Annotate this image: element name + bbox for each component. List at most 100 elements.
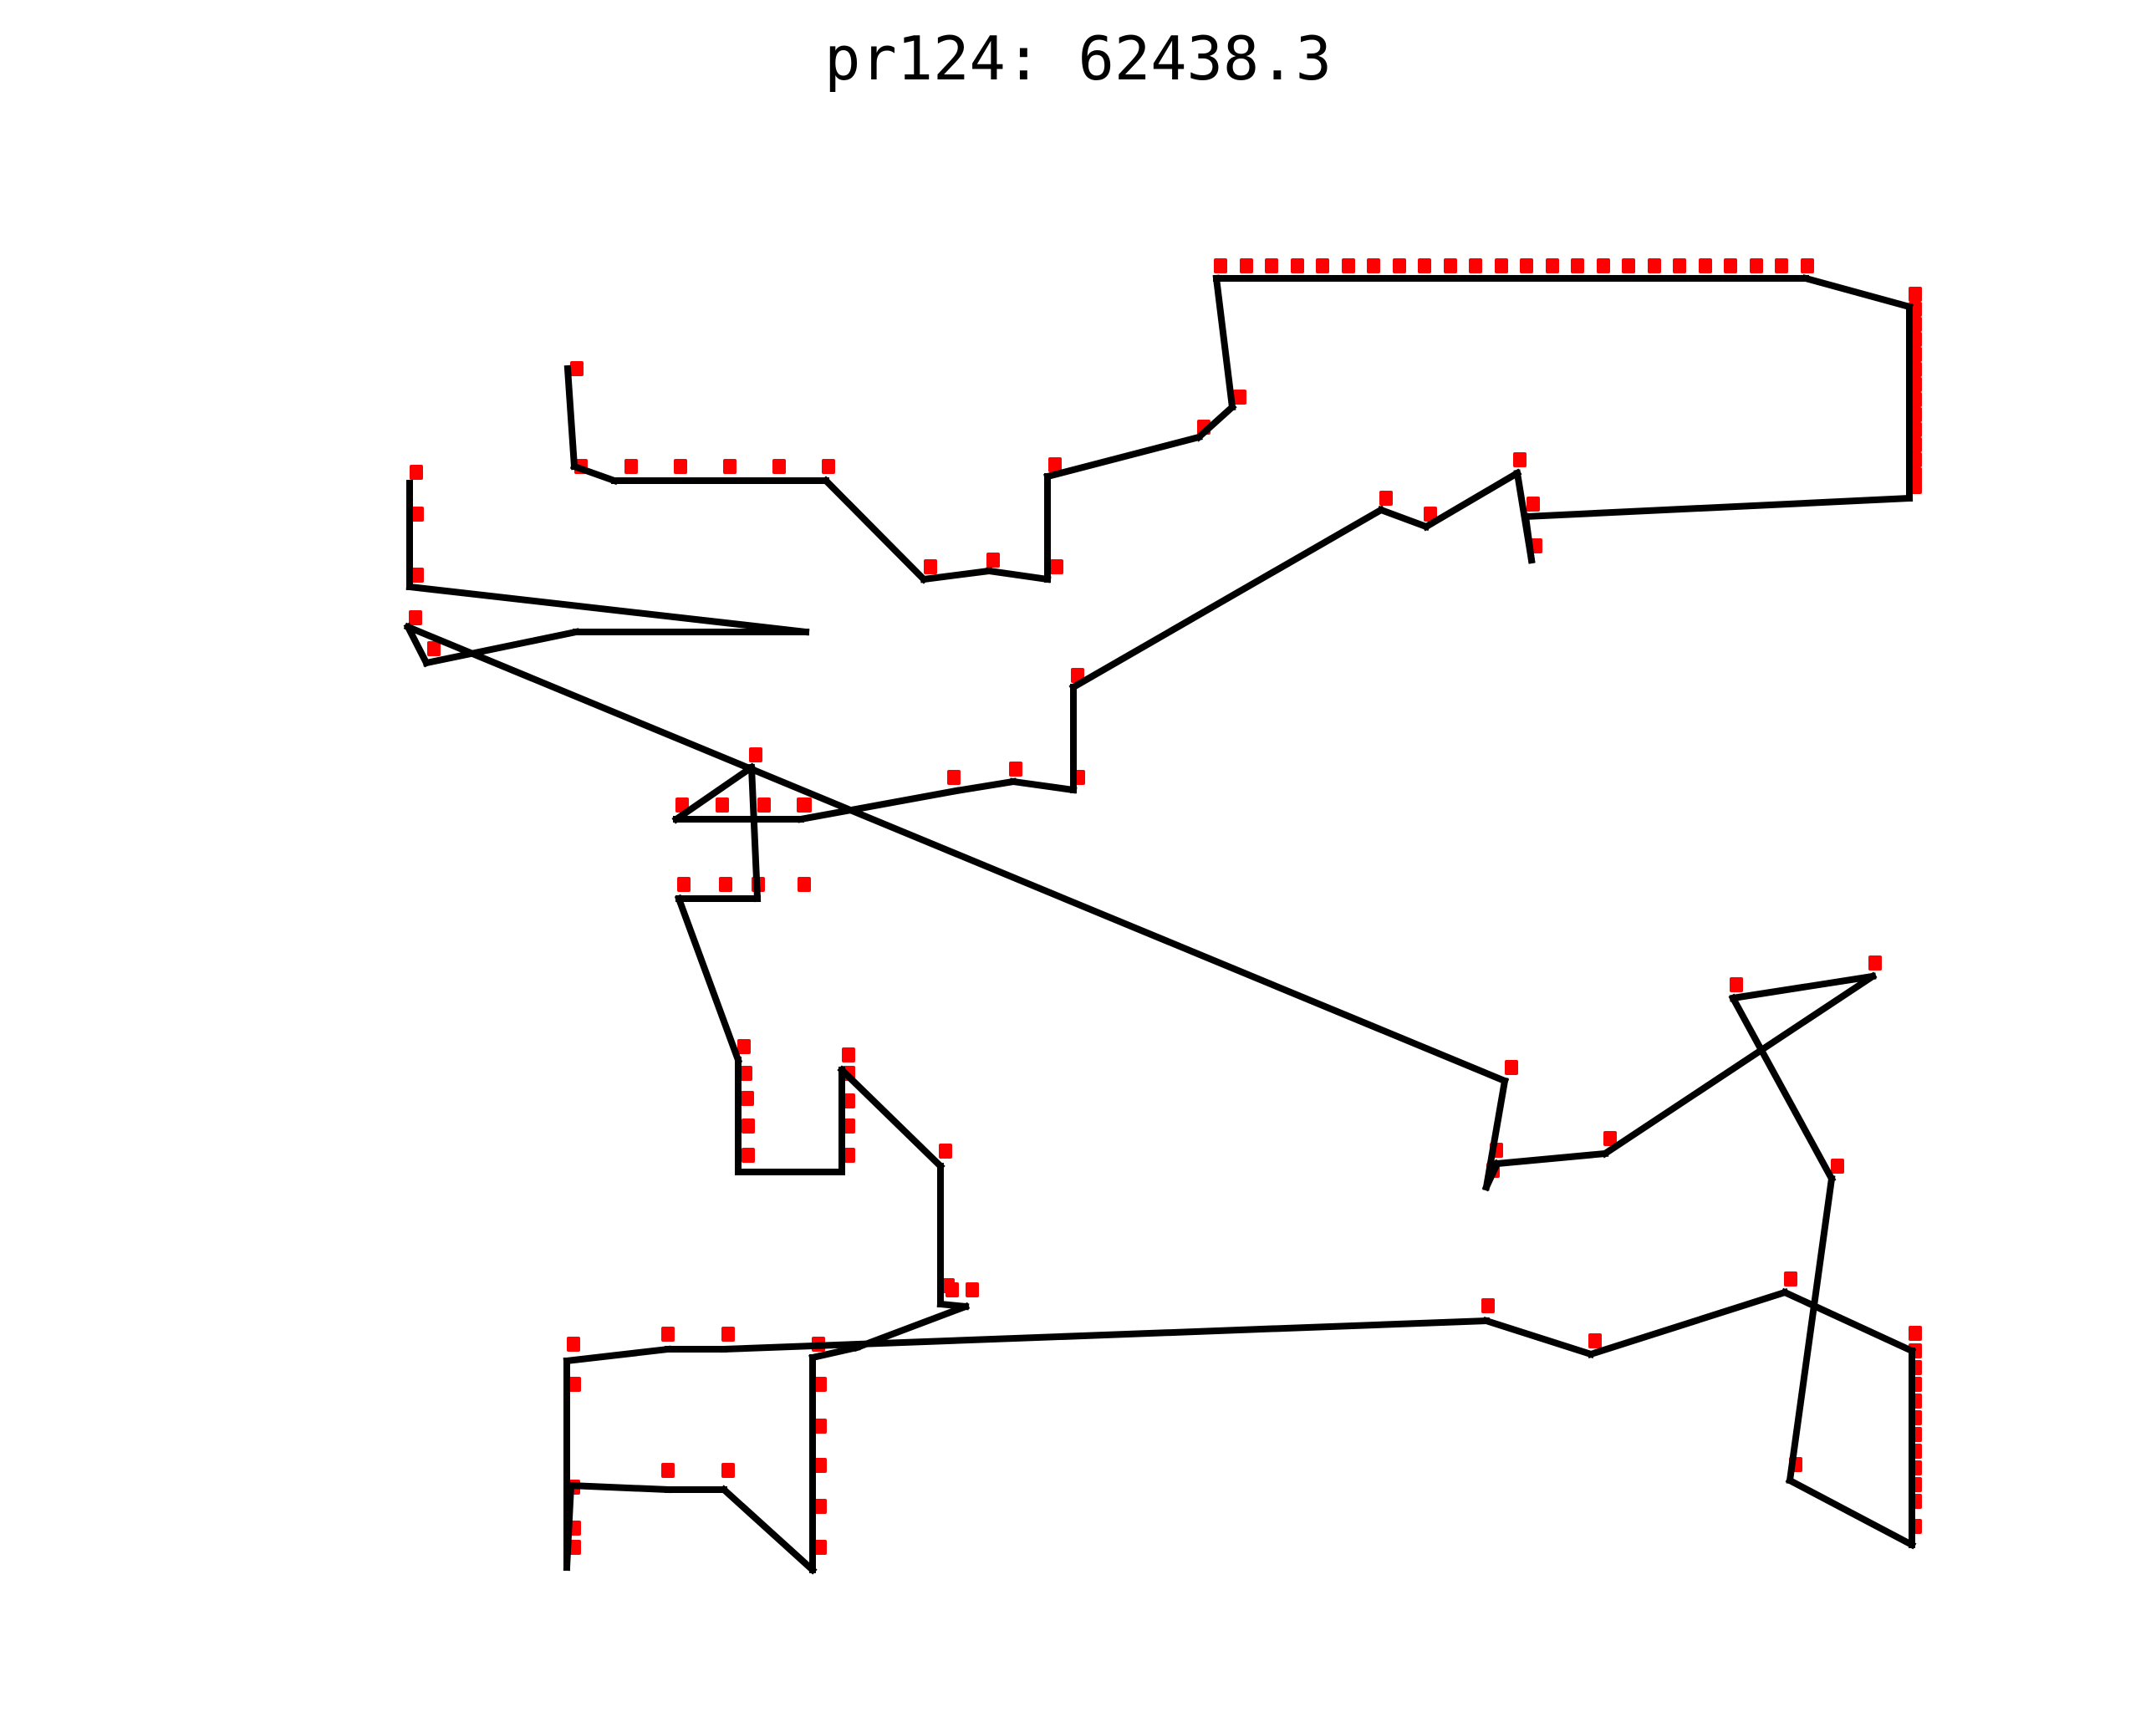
city-point — [739, 1066, 752, 1081]
route-segment — [422, 628, 580, 667]
city-point — [1546, 258, 1559, 273]
route-segment — [1780, 1287, 1917, 1356]
city-point — [674, 459, 687, 474]
city-point — [1588, 1333, 1602, 1348]
city-point — [661, 1327, 675, 1342]
city-point — [1648, 258, 1661, 273]
city-point — [1342, 258, 1355, 273]
city-point — [813, 1377, 827, 1392]
route-segment — [1421, 468, 1522, 532]
city-point — [723, 459, 737, 474]
route-segment — [920, 567, 993, 583]
city-point — [1233, 390, 1246, 405]
tour-route — [403, 274, 1917, 1575]
city-point — [945, 1282, 959, 1297]
city-point — [742, 1148, 755, 1163]
route-segment — [563, 364, 579, 471]
route-segment — [1493, 1149, 1609, 1168]
city-point — [749, 747, 762, 762]
city-point — [1240, 258, 1253, 273]
city-point — [772, 459, 786, 474]
city-point — [661, 1463, 675, 1478]
chart-title: pr124: 62438.3 — [824, 23, 1332, 94]
city-point — [813, 1540, 827, 1555]
city-point — [1316, 258, 1329, 273]
city-point — [842, 1047, 855, 1062]
city-point — [924, 559, 937, 574]
city-points — [409, 258, 1922, 1555]
city-point — [1444, 258, 1457, 273]
city-point — [757, 797, 771, 813]
route-segment — [674, 894, 743, 1065]
city-point — [1481, 1298, 1495, 1313]
route-segment — [1068, 505, 1386, 692]
city-point — [1750, 258, 1763, 273]
city-point — [677, 877, 691, 892]
route-segment — [1521, 494, 1914, 521]
route-segment — [1513, 469, 1536, 564]
city-point — [742, 1118, 755, 1134]
city-point — [939, 1144, 952, 1159]
city-point — [1379, 491, 1393, 506]
city-point — [797, 797, 810, 813]
city-point — [1909, 1326, 1922, 1341]
route-segment — [719, 1485, 818, 1575]
city-point — [813, 1458, 827, 1473]
route-segment — [1043, 433, 1203, 481]
route-segment — [747, 763, 762, 903]
city-point — [1603, 1131, 1617, 1146]
city-point — [1571, 258, 1584, 273]
route-segment — [837, 1065, 945, 1171]
city-point — [1730, 977, 1743, 992]
city-point — [1909, 287, 1922, 302]
city-point — [966, 1282, 979, 1297]
city-point — [1520, 258, 1533, 273]
city-point — [741, 1091, 754, 1106]
city-point — [813, 1419, 827, 1434]
city-point — [1469, 258, 1482, 273]
route-segment — [720, 1317, 1491, 1353]
city-point — [410, 465, 423, 480]
city-point — [1050, 559, 1063, 574]
route-segment — [1785, 1475, 1917, 1550]
route-segment — [985, 567, 1052, 583]
route-segment — [1481, 1316, 1596, 1359]
city-point — [1393, 258, 1406, 273]
city-point — [716, 797, 729, 813]
city-point — [427, 641, 441, 656]
city-point — [624, 459, 638, 474]
city-point — [1291, 258, 1304, 273]
city-point — [986, 553, 1000, 568]
city-point — [1597, 258, 1610, 273]
route-segment — [1009, 777, 1078, 794]
city-point — [1505, 1060, 1518, 1075]
route-segment — [1600, 971, 1878, 1159]
city-point — [1009, 762, 1022, 777]
route-segment — [405, 583, 810, 636]
city-point — [1784, 1271, 1797, 1287]
city-point — [721, 1463, 735, 1478]
city-point — [410, 507, 424, 522]
city-point — [813, 1499, 827, 1514]
city-point — [1214, 258, 1227, 273]
city-point — [1418, 258, 1431, 273]
route-segment — [567, 1481, 672, 1494]
city-point — [1367, 258, 1380, 273]
route-segment — [403, 622, 1510, 1086]
city-point — [1831, 1159, 1844, 1174]
route-segment — [403, 622, 431, 668]
city-point — [721, 1327, 735, 1342]
route-segment — [1482, 1077, 1509, 1191]
route-segment — [569, 461, 619, 486]
city-point — [1673, 258, 1686, 273]
route-segment — [1729, 972, 1877, 1002]
route-segment — [1376, 505, 1431, 532]
route-segment — [563, 1345, 672, 1365]
city-point — [409, 610, 422, 625]
route-segment — [1194, 402, 1237, 442]
route-segment — [1212, 274, 1236, 411]
city-point — [1265, 258, 1278, 273]
route-segment — [1786, 1174, 1836, 1485]
route-segment — [1728, 993, 1837, 1184]
city-point — [1495, 258, 1508, 273]
